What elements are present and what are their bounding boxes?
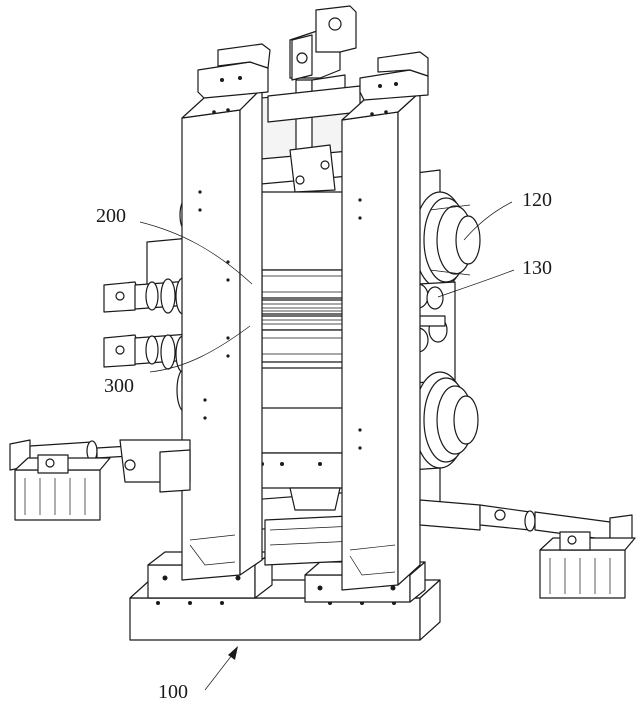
lifting-bracket — [267, 5, 361, 193]
left-housing-post — [181, 43, 271, 581]
leader-lines — [139, 201, 515, 691]
label-120: 120 — [522, 189, 552, 211]
label-100: 100 — [158, 681, 188, 703]
right-cylinder — [419, 499, 633, 546]
right-cylinder-frame — [539, 531, 636, 599]
lower-gear-unit — [413, 371, 479, 469]
label-130: 130 — [522, 257, 552, 279]
right-housing-post — [341, 51, 429, 591]
left-cylinder — [9, 439, 191, 493]
label-200: 200 — [96, 205, 126, 227]
label-300: 300 — [104, 375, 134, 397]
left-cylinder-frame — [14, 454, 111, 521]
left-spindle-upper — [103, 237, 191, 315]
